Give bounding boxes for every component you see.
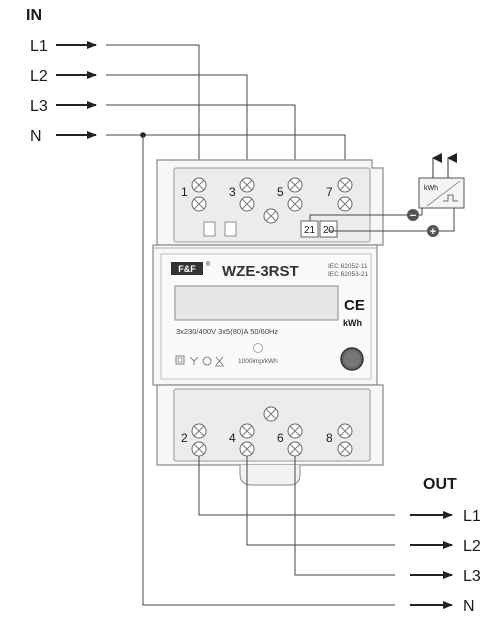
terminal-label-6: 6 bbox=[277, 431, 284, 445]
output-label-n: N bbox=[463, 598, 475, 615]
lcd-display bbox=[174, 285, 339, 321]
bottom-terminal-panel bbox=[173, 388, 371, 462]
wire-out-l1 bbox=[198, 456, 395, 516]
double-insulation-icon bbox=[175, 355, 185, 365]
input-label-l2: L2 bbox=[30, 68, 48, 85]
terminal-label-2: 2 bbox=[181, 431, 188, 445]
meter-model: WZE-3RST bbox=[222, 263, 299, 280]
meter-impulse-rate: 1000imp/kWh bbox=[238, 358, 278, 365]
meter-standard-1: IEC 62052-11 bbox=[328, 263, 368, 270]
top-square-socket-2 bbox=[224, 221, 237, 237]
terminal-label-4: 4 bbox=[229, 431, 236, 445]
in-heading: IN bbox=[26, 7, 42, 24]
wire-pulse-minus-link bbox=[418, 208, 423, 216]
connection-symbol-icon bbox=[189, 356, 199, 365]
wire-pulse-20 bbox=[328, 229, 433, 232]
input-label-n: N bbox=[30, 128, 42, 145]
brand-logo-text: F&F bbox=[178, 264, 196, 274]
wire-out-l2 bbox=[246, 456, 395, 546]
din-clip bbox=[239, 465, 301, 486]
wire-out-l3 bbox=[294, 456, 395, 576]
pulse-counter-box bbox=[418, 177, 465, 209]
wire-neutral-through bbox=[142, 135, 395, 606]
pulse-waveform-icon bbox=[443, 194, 458, 202]
pulse-counter-diagonal bbox=[426, 180, 461, 207]
wire-pulse-21 bbox=[309, 214, 413, 221]
top-square-socket-1 bbox=[203, 221, 216, 237]
screw-slots-bottom bbox=[193, 408, 351, 455]
brand-logo: F&F ® bbox=[171, 261, 211, 275]
pulse-counter: kWh bbox=[418, 153, 465, 209]
terminal-label-5: 5 bbox=[277, 185, 284, 199]
meter-unit: kWh bbox=[343, 318, 362, 328]
top-screws bbox=[191, 177, 353, 237]
terminal-label-8: 8 bbox=[326, 431, 333, 445]
terminal-label-7: 7 bbox=[326, 185, 333, 199]
output-label-l2: L2 bbox=[463, 538, 481, 555]
meter-rating: 3x230/400V 3x5(80)A 50/60Hz bbox=[176, 327, 278, 336]
pulse-counter-label: kWh bbox=[424, 185, 438, 192]
meter-button-face bbox=[344, 351, 360, 367]
screw-slots-top bbox=[193, 179, 351, 222]
minus-terminal-icon bbox=[407, 209, 419, 221]
input-label-l1: L1 bbox=[30, 38, 48, 55]
brand-registered: ® bbox=[206, 261, 211, 268]
brand-logo-box bbox=[171, 262, 203, 275]
output-label-l1: L1 bbox=[463, 508, 481, 525]
plus-terminal-icon bbox=[427, 225, 439, 237]
terminal-label-1: 1 bbox=[181, 185, 188, 199]
wire-in-l2 bbox=[106, 74, 248, 177]
terminal-label-3: 3 bbox=[229, 185, 236, 199]
class-symbol-icon bbox=[202, 356, 212, 366]
output-label-l3: L3 bbox=[463, 568, 481, 585]
pulse-label-21: 21 bbox=[304, 225, 316, 236]
out-heading: OUT bbox=[423, 476, 457, 493]
wire-in-l3 bbox=[106, 104, 296, 177]
wire-pulse-plus-link bbox=[439, 208, 455, 232]
double-insulation-inner bbox=[177, 357, 183, 363]
input-label-l3: L3 bbox=[30, 98, 48, 115]
ce-mark: CE bbox=[344, 297, 365, 314]
wire-in-l1 bbox=[106, 44, 200, 177]
plus-terminal-sign: + bbox=[430, 226, 436, 238]
pulse-led bbox=[253, 343, 263, 353]
minus-terminal-sign: − bbox=[410, 210, 416, 222]
weee-bin-icon bbox=[215, 356, 224, 367]
meter-standard-2: IEC 62053-21 bbox=[328, 271, 368, 278]
